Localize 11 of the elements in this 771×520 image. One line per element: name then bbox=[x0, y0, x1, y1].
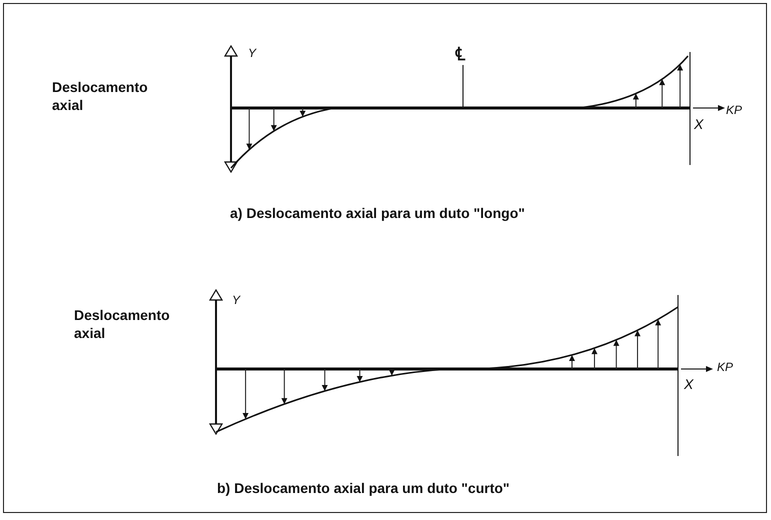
axis-label: KP bbox=[717, 359, 734, 376]
axis-label: Y bbox=[232, 292, 240, 309]
centerline-symbol: ℄ bbox=[455, 44, 465, 64]
axis-label: X bbox=[694, 115, 704, 134]
axis-title: Deslocamento axial bbox=[52, 78, 149, 114]
caption: b) Deslocamento axial para um duto "curto" bbox=[217, 479, 510, 498]
caption: a) Deslocamento axial para um duto "longo" bbox=[230, 204, 525, 223]
axis-label: KP bbox=[726, 102, 742, 119]
axis-title: Deslocamento axial bbox=[74, 306, 171, 342]
axis-label: X bbox=[684, 375, 694, 394]
axis-label: Y bbox=[248, 45, 256, 62]
